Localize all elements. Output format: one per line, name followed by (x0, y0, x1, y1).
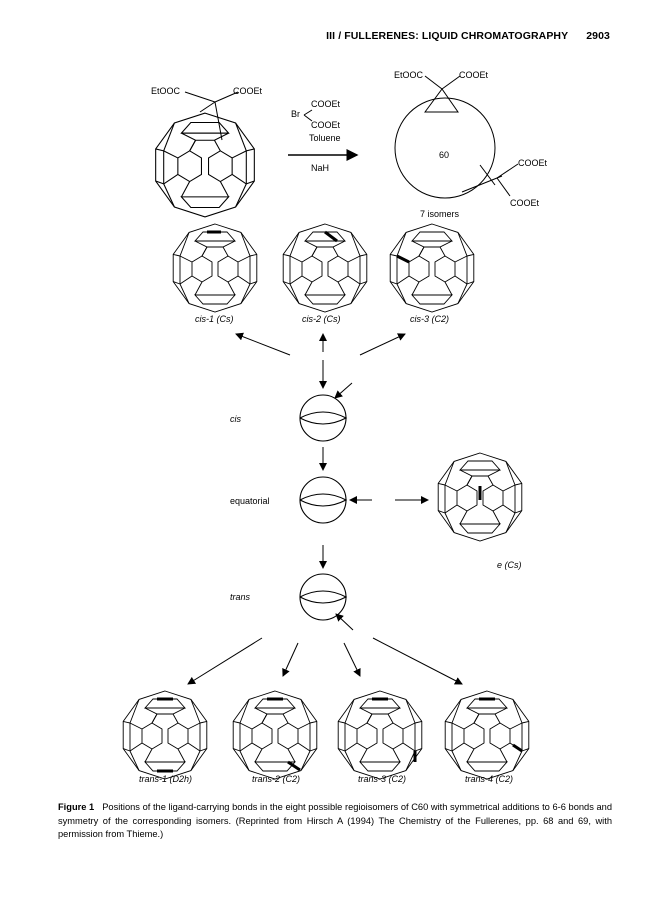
svg-text:trans-2 (C2): trans-2 (C2) (252, 774, 300, 784)
svg-text:trans-3 (C2): trans-3 (C2) (358, 774, 406, 784)
running-header: III / FULLERENES: LIQUID CHROMATOGRAPHY 2… (308, 30, 610, 42)
isomer-count-note: 7 isomers (420, 209, 460, 219)
equatorial-sphere: equatorial (230, 476, 347, 524)
isomer-cis-2: cis-2 (Cs) (282, 223, 368, 324)
solvent-label: Toluene (309, 133, 341, 143)
equatorial-label: equatorial (230, 496, 270, 506)
isomer-trans-2: trans-2 (C2) (232, 690, 318, 784)
svg-text:cis-2 (Cs): cis-2 (Cs) (302, 314, 341, 324)
product-side-top: COOEt (518, 158, 548, 168)
caption-text: Positions of the ligand-carrying bonds i… (58, 802, 612, 840)
trans-sphere: trans (230, 573, 347, 621)
isomer-trans-1: trans-1 (D2h) (122, 690, 208, 784)
product-top-left: EtOOC (394, 70, 424, 80)
svg-text:cis-3 (C2): cis-3 (C2) (410, 314, 449, 324)
isomer-trans-3: trans-3 (C2) (337, 690, 423, 784)
isomer-e: e (Cs) (437, 452, 523, 570)
base-label: NaH (311, 163, 329, 173)
figure-label: Figure 1 (58, 802, 95, 812)
cis-sphere: cis (230, 394, 347, 442)
isomer-cis-3: cis-3 (C2) (389, 223, 475, 324)
section-title: III / FULLERENES: LIQUID CHROMATOGRAPHY (326, 30, 569, 42)
product-diagram: EtOOC COOEt 60 COOEt COOEt 7 isomers (394, 70, 548, 219)
trans-label: trans (230, 592, 251, 602)
product-core-label: 60 (439, 150, 449, 160)
product-top-right: COOEt (459, 70, 489, 80)
isomer-cis-1: cis-1 (Cs) (172, 223, 258, 324)
product-side-bottom: COOEt (510, 198, 540, 208)
reagent-bromo: Br (291, 109, 300, 119)
cis-label: cis (230, 414, 241, 424)
svg-text:trans-4 (C2): trans-4 (C2) (465, 774, 513, 784)
reagent-bottom-ester: COOEt (311, 120, 341, 130)
svg-text:e (Cs): e (Cs) (497, 560, 522, 570)
isomer-trans-4: trans-4 (C2) (444, 690, 530, 784)
reagent-top-ester: COOEt (311, 99, 341, 109)
reagents: Br COOEt COOEt Toluene NaH (288, 99, 359, 173)
reactant-fullerene: EtOOC COOEt (151, 86, 263, 218)
svg-text:cis-1 (Cs): cis-1 (Cs) (195, 314, 234, 324)
svg-text:trans-1 (D2h): trans-1 (D2h) (139, 774, 192, 784)
reactant-left-group: EtOOC (151, 86, 181, 96)
reactant-right-group: COOEt (233, 86, 263, 96)
page-number: 2903 (586, 30, 610, 42)
